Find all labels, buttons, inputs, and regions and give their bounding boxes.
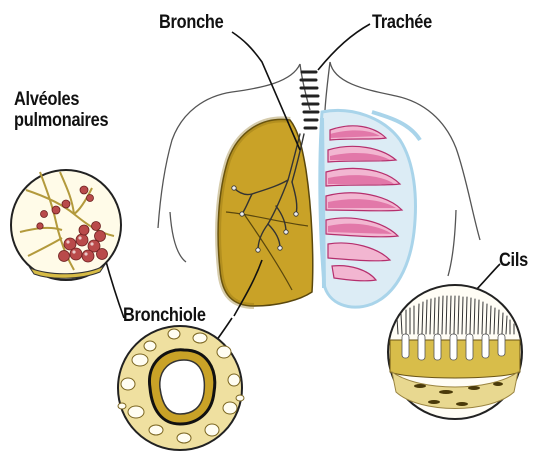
trachea xyxy=(301,72,318,128)
bronchiole-inset xyxy=(118,326,244,450)
label-trachee: Trachée xyxy=(372,12,432,33)
label-bronchiole: Bronchiole xyxy=(123,305,206,326)
label-alveoles-line1: Alvéoles xyxy=(14,89,79,110)
cilia-inset xyxy=(388,285,522,419)
label-cils: Cils xyxy=(499,250,528,271)
right-lung-ribcage xyxy=(320,110,420,307)
label-alveoles-line2: pulmonaires xyxy=(14,110,108,131)
alveoli-inset xyxy=(11,170,121,280)
label-bronche: Bronche xyxy=(159,12,223,33)
